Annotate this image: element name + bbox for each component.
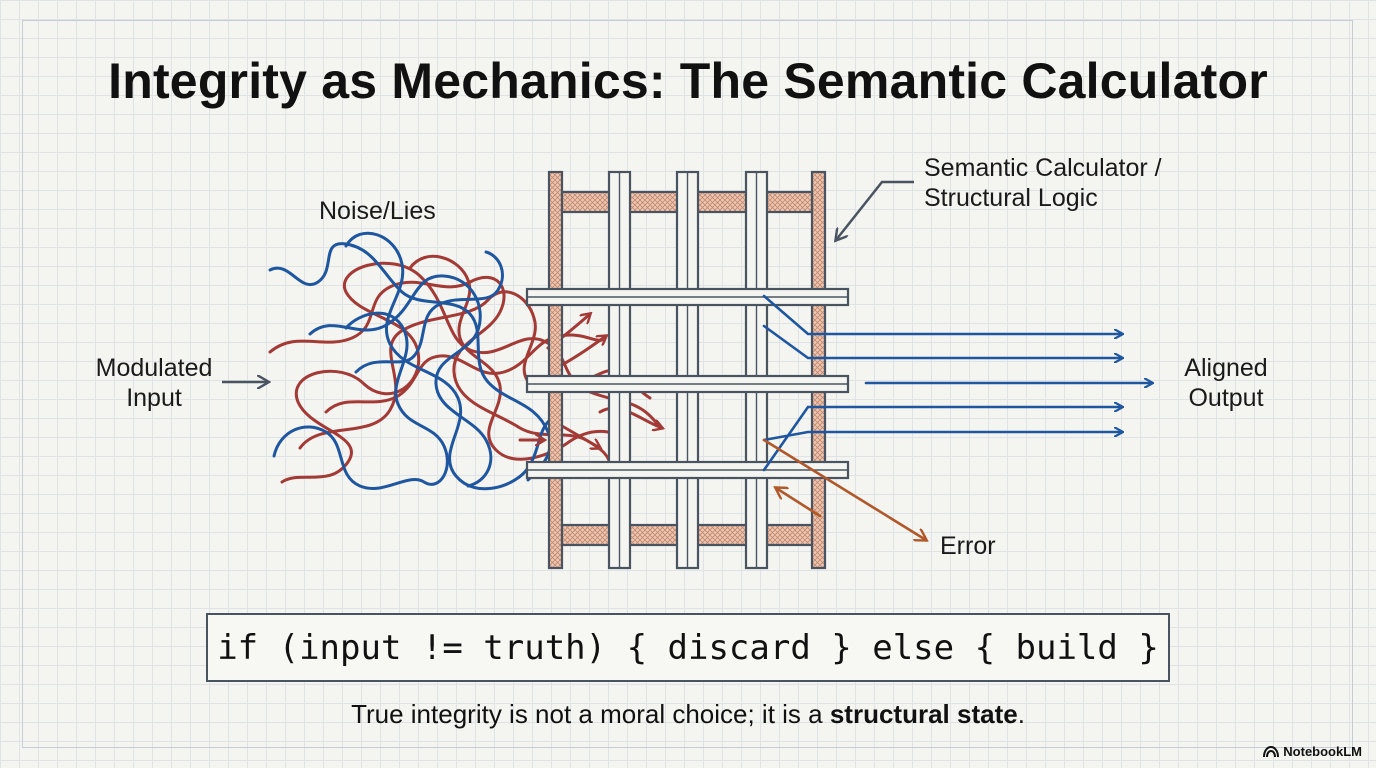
code-snippet: if (input != truth) { discard } else { b…	[217, 627, 1159, 668]
calculator-label-line1: Semantic Calculator /	[924, 154, 1162, 182]
input-label-line1: Modulated	[95, 354, 213, 382]
brand-name: NotebookLM	[1283, 744, 1362, 759]
brand-badge: NotebookLM	[1263, 744, 1362, 759]
output-label-line2: Output	[1188, 384, 1264, 412]
caption: True integrity is not a moral choice; it…	[0, 699, 1376, 730]
calculator-pointer-icon	[836, 180, 914, 240]
noise-label: Noise/Lies	[319, 197, 436, 225]
error-arrow-icon	[762, 438, 926, 540]
noise-scribble	[268, 231, 662, 491]
input-label: Modulated Input	[84, 353, 224, 413]
error-label: Error	[940, 532, 996, 560]
input-label-line2: Input	[126, 384, 182, 412]
output-label: Aligned Output	[1162, 353, 1290, 413]
output-label-line1: Aligned	[1184, 354, 1268, 382]
slide-frame	[22, 20, 1353, 748]
calculator-label: Semantic Calculator / Structural Logic	[924, 153, 1162, 213]
slide-title: Integrity as Mechanics: The Semantic Cal…	[108, 53, 1268, 109]
caption-emphasis: structural state	[829, 699, 1018, 729]
calculator-lattice	[525, 170, 850, 570]
caption-prefix: True integrity is not a moral choice; it…	[351, 699, 830, 729]
notebooklm-logo-icon	[1263, 745, 1280, 757]
calculator-label-line2: Structural Logic	[924, 184, 1098, 212]
caption-suffix: .	[1017, 699, 1025, 729]
code-box: if (input != truth) { discard } else { b…	[206, 613, 1170, 682]
